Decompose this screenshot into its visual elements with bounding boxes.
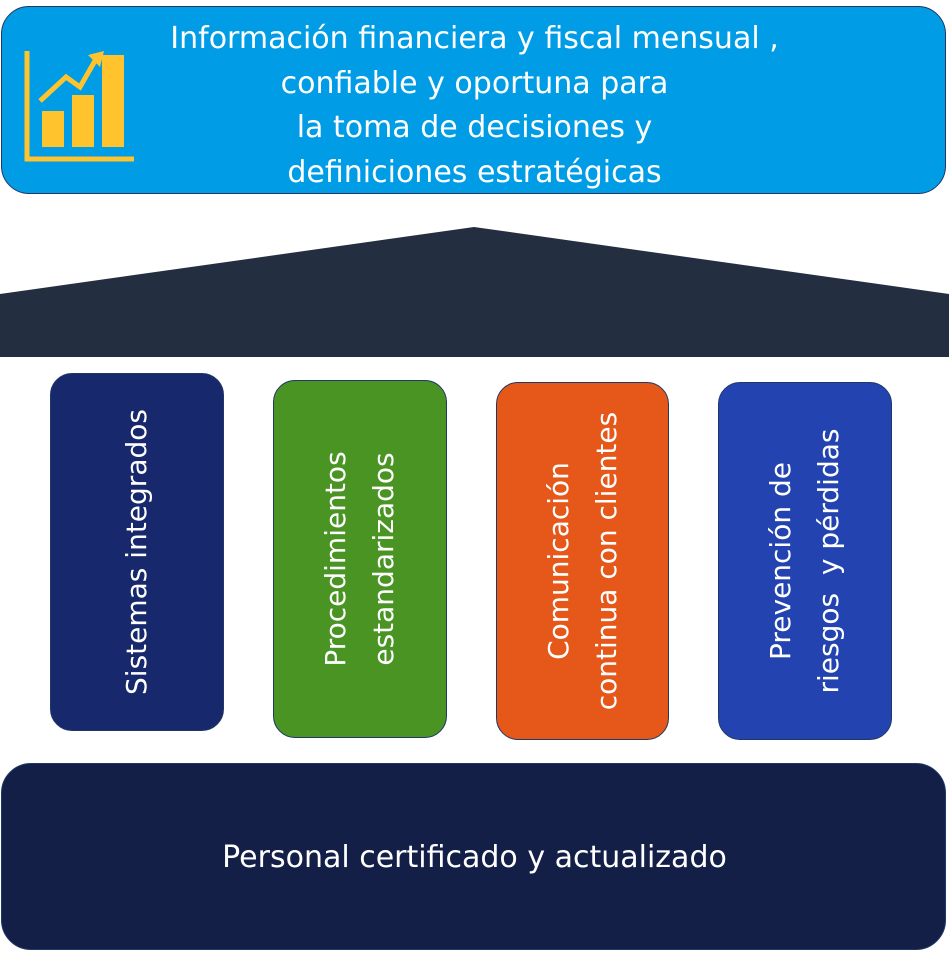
pillar-procedimientos-estandarizados: Procedimientos estandarizados (273, 380, 447, 738)
pillar-label-line: Prevención de (764, 462, 797, 661)
pillar-prevencion-riesgos: Prevención de riesgos y pérdidas (718, 382, 892, 740)
pillar-label-line: continua con clientes (589, 411, 623, 711)
foundation-base: Personal certificado y actualizado (1, 763, 946, 950)
banner-title-line: definiciones estratégicas (287, 154, 662, 190)
growth-chart-icon (24, 51, 136, 163)
pillar-label: Sistemas integrados (113, 409, 161, 695)
roof-shape (0, 227, 949, 357)
pillar-label-line: Sistemas integrados (120, 409, 153, 695)
banner-title-line: Información financiera y fiscal mensual … (170, 21, 779, 56)
pillar-comunicacion-continua: Comunicación continua con clientes (496, 382, 669, 740)
top-banner: Información financiera y fiscal mensual … (1, 6, 946, 194)
foundation-label: Personal certificado y actualizado (222, 840, 727, 875)
pillar-label-line: Comunicación (541, 462, 575, 660)
pillar-label: Comunicación continua con clientes (535, 412, 631, 710)
pillar-label: Prevención de riesgos y pérdidas (757, 429, 853, 694)
pillar-label: Procedimientos estandarizados (312, 451, 408, 666)
banner-title-line: la toma de decisiones y (296, 110, 653, 145)
banner-title: Información financiera y fiscal mensual … (2, 17, 945, 193)
pillar-label-line: estandarizados (367, 452, 400, 666)
banner-title-line: confiable y oportuna para (280, 65, 669, 101)
pillar-label-line: riesgos y pérdidas (812, 428, 845, 694)
pillar-label-line: Procedimientos (319, 451, 352, 667)
pillar-sistemas-integrados: Sistemas integrados (50, 373, 224, 731)
